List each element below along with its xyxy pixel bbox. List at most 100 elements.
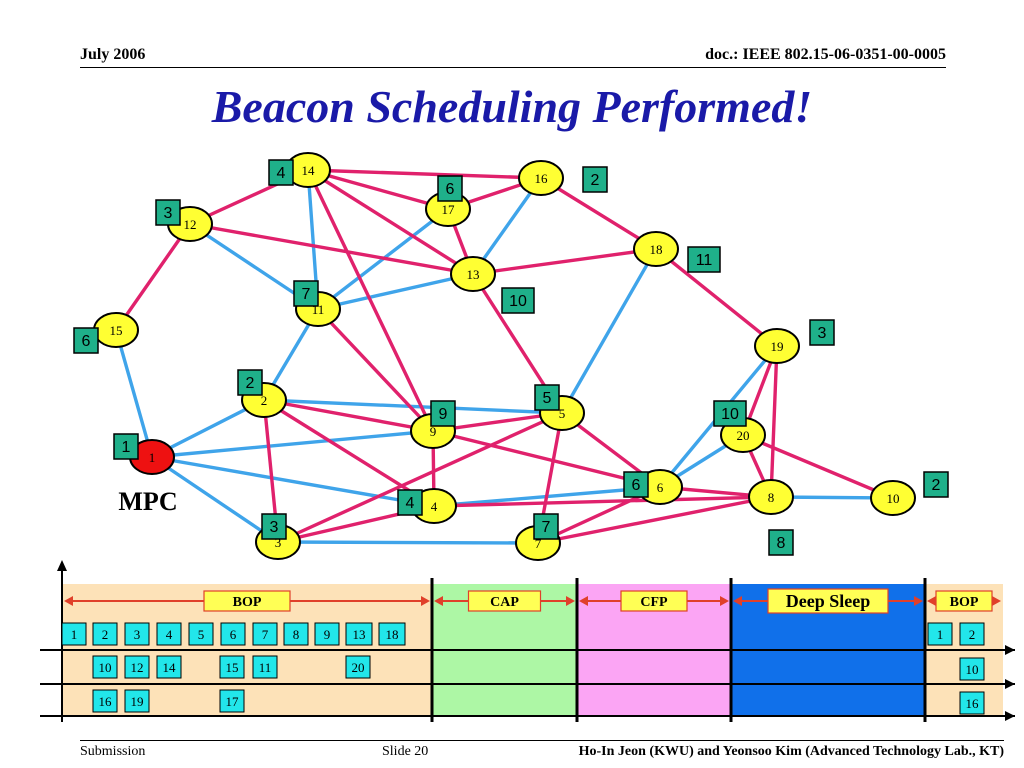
link-blue — [316, 272, 475, 311]
timeline-slot-cell — [124, 655, 150, 679]
timeline-slot-label: 14 — [163, 660, 177, 675]
section-label-box — [203, 590, 291, 612]
timeline-slot-label: 17 — [226, 694, 240, 709]
timeline-slot-cell — [92, 655, 118, 679]
link-pink — [431, 429, 662, 489]
link-pink — [316, 307, 435, 433]
span-arrow-head — [64, 596, 73, 606]
link-blue — [150, 429, 435, 459]
timeline-slot-label: 11 — [259, 660, 272, 675]
node-label: 16 — [535, 171, 549, 186]
link-pink — [262, 398, 436, 508]
node-label: 17 — [442, 202, 456, 217]
slot-badge — [430, 400, 456, 427]
node-label: 19 — [771, 339, 784, 354]
timeline-slot-label: 2 — [102, 627, 109, 642]
node-label: 8 — [768, 490, 775, 505]
node-label: 6 — [657, 480, 664, 495]
link-blue — [262, 398, 564, 415]
slot-label: 6 — [632, 477, 641, 494]
span-arrow-head — [566, 596, 575, 606]
timeline-slot-cell — [92, 689, 118, 713]
slot-label: 8 — [777, 535, 786, 552]
timeline-slot-label: 16 — [966, 696, 980, 711]
timeline-row-arrow — [1005, 645, 1015, 655]
timeline-slot-label: 10 — [966, 662, 979, 677]
section-label-box — [935, 590, 993, 612]
slot-badge — [237, 369, 263, 396]
timeline-slot-cell — [61, 622, 87, 646]
node-label: 12 — [184, 217, 197, 232]
timeline-slot-label: 8 — [293, 627, 300, 642]
span-arrow-head — [914, 596, 923, 606]
slot-label: 4 — [406, 495, 415, 512]
timeline-slot-cell — [345, 655, 371, 679]
slot-label: 11 — [696, 252, 713, 269]
slot-label: 2 — [932, 477, 941, 494]
timeline-slot-label: 3 — [134, 627, 141, 642]
slot-badge — [501, 287, 535, 314]
slot-label: 2 — [591, 172, 600, 189]
link-blue — [150, 455, 436, 508]
slot-label: 6 — [82, 333, 91, 350]
slot-badge — [582, 166, 608, 193]
link-pink — [306, 168, 435, 433]
slot-badge — [293, 280, 319, 307]
section-label-box — [467, 590, 542, 612]
slot-badge — [261, 513, 287, 540]
link-pink — [539, 176, 658, 251]
timeline-slot-cell — [124, 622, 150, 646]
node-19 — [754, 328, 800, 364]
timeline-slot-label: 5 — [198, 627, 205, 642]
slot-badge — [809, 319, 835, 346]
node-label: 20 — [737, 428, 750, 443]
timeline-slot-label: 4 — [166, 627, 173, 642]
node-label: 2 — [261, 393, 268, 408]
slot-label: 10 — [509, 293, 527, 310]
link-blue — [471, 176, 543, 276]
timeline-slot-cell — [220, 622, 246, 646]
slot-badge — [397, 489, 423, 516]
timeline-slot-cell — [156, 655, 182, 679]
link-pink — [262, 398, 435, 433]
link-blue — [114, 328, 154, 459]
footer-submission: Submission — [80, 744, 146, 759]
slot-badge — [713, 400, 747, 427]
section-label: BOP — [950, 595, 979, 610]
header-date: July 2006 — [80, 46, 146, 63]
timeline-slot-label: 15 — [226, 660, 239, 675]
span-arrow-head — [720, 596, 729, 606]
mpc-label: MPC — [118, 487, 177, 516]
timeline-slot-cell — [959, 622, 985, 646]
link-pink — [741, 433, 895, 500]
slot-label: 3 — [818, 325, 827, 342]
link-pink — [536, 495, 773, 545]
timeline-slot-label: 1 — [71, 627, 78, 642]
link-pink — [306, 168, 450, 211]
node-label: 5 — [559, 406, 566, 421]
node-label: 14 — [302, 163, 316, 178]
timeline-slot-cell — [219, 689, 245, 713]
slot-label: 9 — [439, 406, 448, 423]
timeline-slot-label: 12 — [131, 660, 144, 675]
timeline-slot-cell — [959, 657, 985, 681]
footer-authors: Ho-In Jeon (KWU) and Yeonsoo Kim (Advanc… — [578, 744, 1004, 759]
link-pink — [276, 411, 564, 544]
slot-badge — [268, 159, 294, 186]
slot-label: 10 — [721, 406, 739, 423]
link-pink — [769, 344, 779, 499]
span-arrow-head — [927, 596, 936, 606]
section-label: BOP — [233, 595, 262, 610]
node-8 — [748, 479, 794, 515]
span-arrow-head — [733, 596, 742, 606]
slot-label: 1 — [122, 439, 131, 456]
slot-badge — [534, 384, 560, 411]
timeline-slot-cell — [378, 622, 406, 646]
node-13 — [450, 256, 496, 292]
timeline-slot-label: 13 — [353, 627, 366, 642]
timeline-slot-label: 20 — [352, 660, 365, 675]
node-label: 10 — [887, 491, 900, 506]
